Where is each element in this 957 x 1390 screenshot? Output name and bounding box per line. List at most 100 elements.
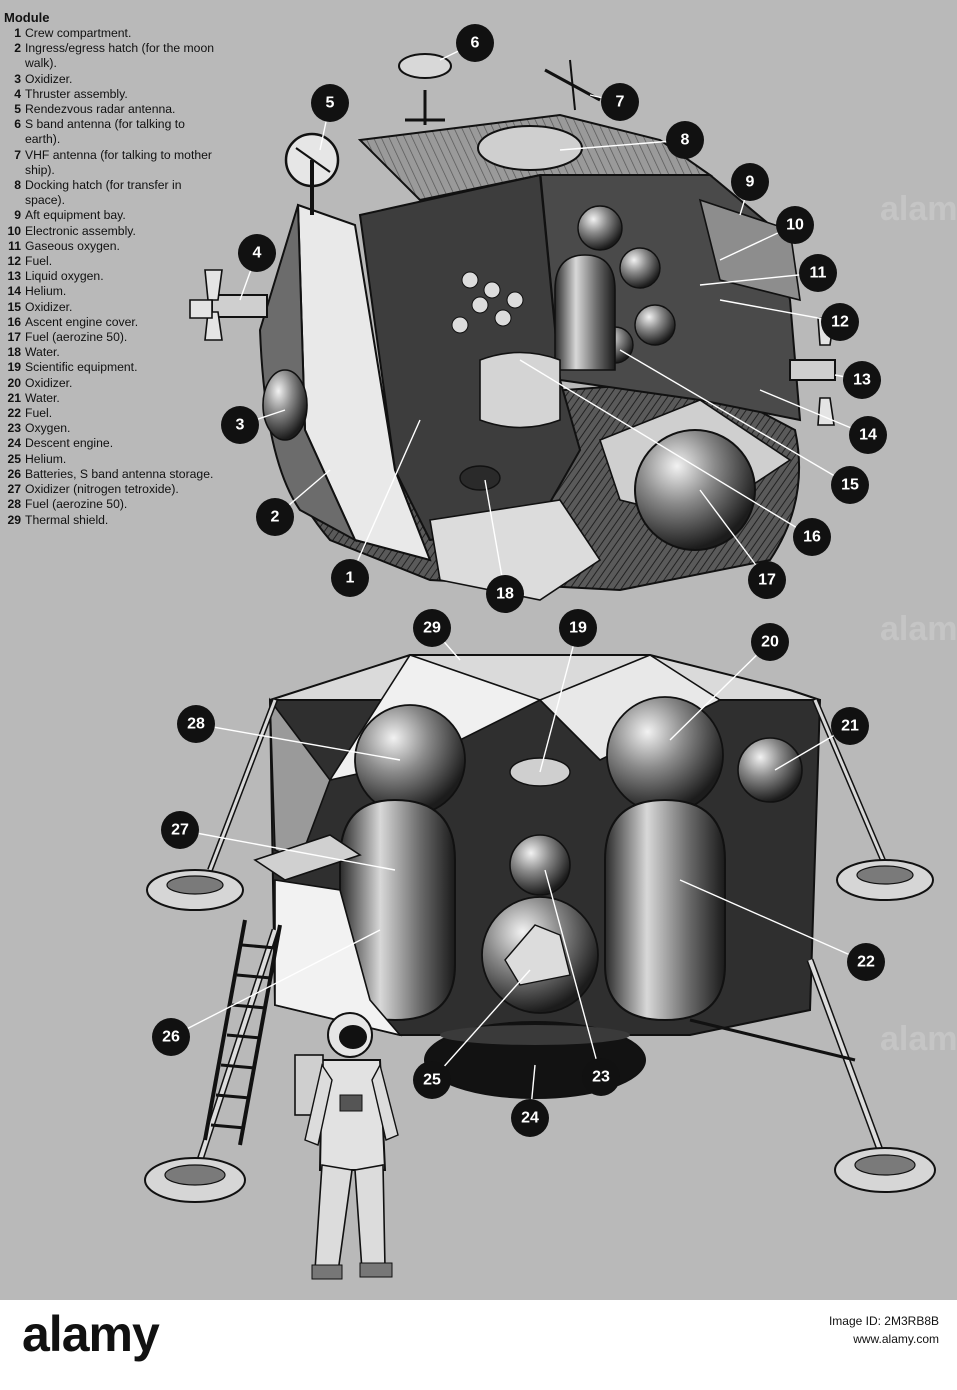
legend-item-text: Thruster assembly. [25,86,128,101]
callout-15: 15 [831,466,869,504]
legend-item-text: Fuel. [25,406,53,421]
callout-24: 24 [511,1099,549,1137]
callout-16: 16 [793,518,831,556]
descent-top-frame [269,654,821,701]
svg-text:19: 19 [569,620,587,637]
legend-item-text: Helium. [25,284,67,299]
legend-item-text: Oxidizer. [25,299,73,314]
legend-item-number: 4 [14,86,21,101]
instrument-panel [451,271,524,334]
legend-item-number: 2 [14,41,21,56]
watermark-text: alamy [880,1020,957,1058]
descent-engine-rim [440,1025,630,1045]
lower-facet [429,499,602,601]
legend-item-number: 11 [8,238,21,253]
legend-item-text: Descent engine. [25,436,114,451]
svg-text:16: 16 [803,529,821,546]
legend-item-number: 17 [7,330,21,345]
callout-19: 19 [559,609,597,647]
svg-text:10: 10 [786,217,804,234]
landing-leg-front-right [689,958,936,1193]
legend-item: 12 Fuel. [4,254,219,269]
legend-item-number: 7 [14,147,21,162]
callout-5: 5 [311,84,349,122]
legend-item-text: Ascent engine cover. [25,314,139,329]
callout-22: 22 [847,943,885,981]
oxidizer-tank-upper [606,696,724,814]
gaseous-oxygen-tank [577,205,623,251]
legend-item-number: 19 [7,360,21,375]
legend-item-number: 6 [14,117,21,132]
legend-item-text: Batteries, S band antenna storage. [25,466,214,481]
watermark-text: alamy [880,190,957,228]
legend-item-number: 1 [14,26,21,40]
legend-item: 2 Ingress/egress hatch (for the moon walk… [4,41,219,71]
callout-27: 27 [161,811,199,849]
footer-url: www.alamy.com [853,1332,939,1346]
ladder [203,919,282,1146]
water-tank-sphere [737,737,803,803]
svg-text:5: 5 [326,95,335,112]
svg-text:17: 17 [758,572,776,589]
legend-item-text: Helium. [25,451,67,466]
landing-leg-left-rear [146,698,278,911]
legend-item-text: Electronic assembly. [25,223,136,238]
legend-item-number: 25 [7,451,21,466]
svg-text:8: 8 [681,132,690,149]
legend-item-number: 8 [14,178,21,193]
legend-item-text: Aft equipment bay. [25,208,126,223]
callout-8: 8 [666,121,704,159]
callout-6: 6 [456,24,494,62]
callout-17: 17 [748,561,786,599]
callout-26: 26 [152,1018,190,1056]
water-tank [459,465,501,491]
callout-28: 28 [177,705,215,743]
legend-item-text: Oxidizer. [25,375,73,390]
legend-item-number: 23 [7,421,21,436]
legend-item-number: 3 [14,71,21,86]
image-id-label: Image ID: 2M3RB8B [828,1314,939,1328]
svg-text:28: 28 [187,716,205,733]
footer-image-info: Image ID: 2M3RB8B www.alamy.com [829,1312,939,1348]
legend-item-number: 13 [7,269,21,284]
svg-text:18: 18 [496,586,514,603]
legend-item-text: Oxygen. [25,421,71,436]
legend-item-text: Ingress/egress hatch (for the moon walk)… [25,41,215,71]
vhf-antenna [544,59,601,111]
callout-14: 14 [849,416,887,454]
watermark-text: alamy [880,610,957,648]
legend-list: 1 Crew compartment. 2 Ingress/egress hatch … [4,26,219,528]
callout-12: 12 [821,303,859,341]
docking-hatch-opening [477,125,583,171]
callout-10: 10 [776,206,814,244]
helium-tank [634,304,676,346]
legend-item-number: 12 [7,254,21,269]
svg-text:27: 27 [171,822,189,839]
oxidizer-tank-left [262,369,308,441]
legend-item-text: Water. [25,390,60,405]
legend-item-number: 5 [14,102,21,117]
legend-item: 4 Thruster assembly. [4,87,219,102]
legend-item-number: 27 [7,482,21,497]
legend-item-text: Fuel. [25,254,53,269]
svg-text:12: 12 [831,314,849,331]
callout-4: 4 [238,234,276,272]
legend-item-text: Crew compartment. [25,26,132,40]
legend-item: 25 Helium. [4,452,219,467]
